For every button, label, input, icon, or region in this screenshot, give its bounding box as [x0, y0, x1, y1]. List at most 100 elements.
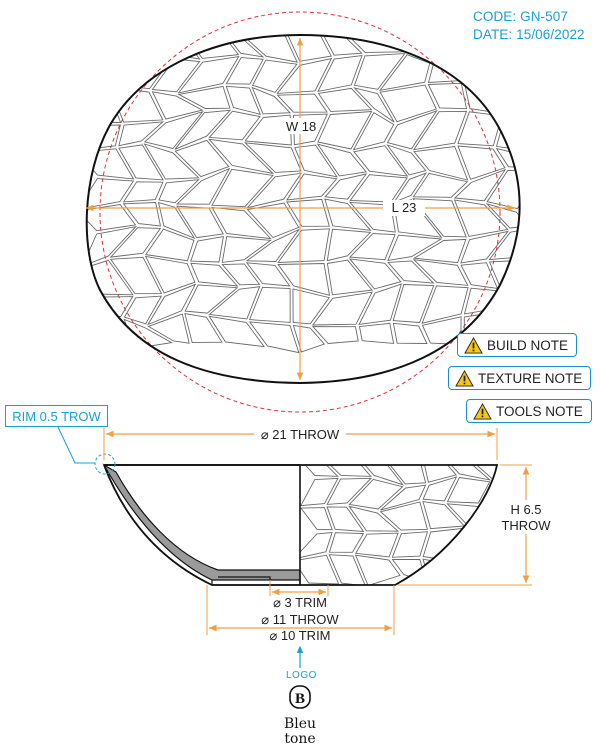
texture-cell — [208, 315, 266, 348]
texture-cell — [380, 484, 427, 511]
texture-cell — [143, 143, 200, 180]
texture-cell — [358, 283, 402, 325]
texture-cell — [276, 93, 328, 113]
drawing-date: DATE: 15/06/2022 — [473, 27, 585, 42]
texture-cell — [300, 531, 333, 560]
texture-cell — [486, 169, 520, 210]
texture-cell — [317, 54, 363, 93]
texture-cell — [354, 554, 401, 585]
texture-cell — [143, 110, 204, 150]
texture-cell — [379, 84, 437, 123]
foot-trim-label: ⌀ 10 TRIM — [269, 628, 330, 643]
texture-cell — [412, 172, 469, 198]
texture-cell — [391, 531, 429, 558]
texture-cell — [525, 229, 563, 257]
texture-cell — [446, 503, 492, 534]
texture-cell — [246, 172, 303, 209]
rim-callout-leader — [57, 426, 95, 464]
texture-cell — [326, 506, 365, 533]
texture-cell — [123, 295, 163, 325]
texture-pattern — [86, 35, 572, 354]
tools-note-button[interactable]: TOOLS NOTE — [466, 399, 592, 423]
texture-cell — [317, 87, 373, 112]
texture-cell — [349, 233, 396, 261]
texture-cell — [177, 85, 231, 109]
texture-cell — [353, 145, 409, 177]
texture-cell — [421, 285, 469, 324]
texture-cell — [243, 142, 302, 173]
texture-cell — [488, 228, 520, 261]
texture-cell — [190, 262, 239, 287]
texture-cell — [311, 326, 359, 344]
texture-cell — [86, 312, 133, 350]
texture-cell — [463, 287, 499, 315]
texture-cell — [353, 53, 406, 90]
texture-cell — [488, 259, 520, 289]
texture-cell — [144, 255, 196, 294]
texture-cell — [460, 262, 499, 289]
texture-cell — [86, 148, 135, 180]
rim-callout-circle — [94, 453, 116, 475]
texture-cell — [320, 465, 372, 477]
texture-note-button[interactable]: TEXTURE NOTE — [448, 366, 592, 390]
texture-cell — [277, 228, 330, 263]
texture-cell — [387, 234, 443, 261]
texture-cell — [184, 313, 223, 344]
texture-cell — [522, 121, 569, 151]
wall-section — [102, 463, 301, 581]
texture-cell — [208, 286, 261, 320]
texture-cell — [88, 35, 129, 53]
length-label: L 23 — [392, 200, 417, 215]
texture-cell — [107, 35, 174, 57]
build-note-button[interactable]: BUILD NOTE — [457, 333, 578, 357]
texture-cell — [86, 52, 129, 85]
texture-cell — [460, 230, 510, 264]
bowl-profile — [103, 464, 499, 586]
logo-monogram: B — [295, 691, 305, 707]
texture-cell — [221, 236, 272, 263]
texture-cell — [292, 324, 326, 353]
texture-cell — [174, 139, 230, 178]
texture-cell — [158, 179, 200, 204]
side-view: ⌀ 21 THROW H 6.5 THROW ⌀ 3 TRIM ⌀ 11 THR… — [57, 426, 552, 668]
texture-cell — [151, 91, 204, 120]
texture-cell — [277, 263, 331, 296]
texture-cell — [251, 59, 298, 93]
texture-cell — [324, 173, 368, 200]
texture-cell — [449, 528, 492, 562]
texture-cell — [221, 263, 261, 286]
warning-icon — [473, 402, 492, 420]
texture-cell — [285, 173, 338, 201]
texture-cell — [412, 110, 468, 151]
texture-cell — [86, 296, 134, 318]
drawing-code: CODE: GN-507 — [473, 9, 568, 24]
texture-cell — [518, 170, 520, 210]
logo-monogram-frame — [289, 685, 311, 709]
texture-cell — [522, 145, 564, 173]
texture-cell — [427, 82, 468, 110]
texture-cell — [122, 181, 164, 203]
side-texture-pattern — [300, 465, 497, 585]
texture-cell — [283, 35, 332, 62]
texture-cell — [525, 257, 572, 290]
texture-cell — [147, 313, 190, 344]
texture-cell — [470, 465, 497, 483]
texture-cell — [439, 465, 492, 481]
width-label: W 18 — [286, 119, 316, 134]
texture-cell — [386, 144, 427, 176]
texture-cell — [457, 145, 506, 180]
texture-cell — [326, 477, 373, 505]
texture-cell — [348, 258, 402, 290]
brand-logo: B Bleu tone — [284, 685, 316, 747]
texture-cell — [526, 94, 569, 119]
texture-cell — [300, 507, 333, 531]
texture-cell — [109, 227, 162, 258]
texture-cell — [379, 501, 428, 531]
texture-cell — [225, 85, 262, 115]
texture-cell — [175, 167, 231, 205]
texture-cell — [383, 35, 431, 62]
texture-cell — [495, 115, 520, 151]
texture-cell — [326, 259, 373, 296]
texture-cell — [491, 60, 520, 92]
